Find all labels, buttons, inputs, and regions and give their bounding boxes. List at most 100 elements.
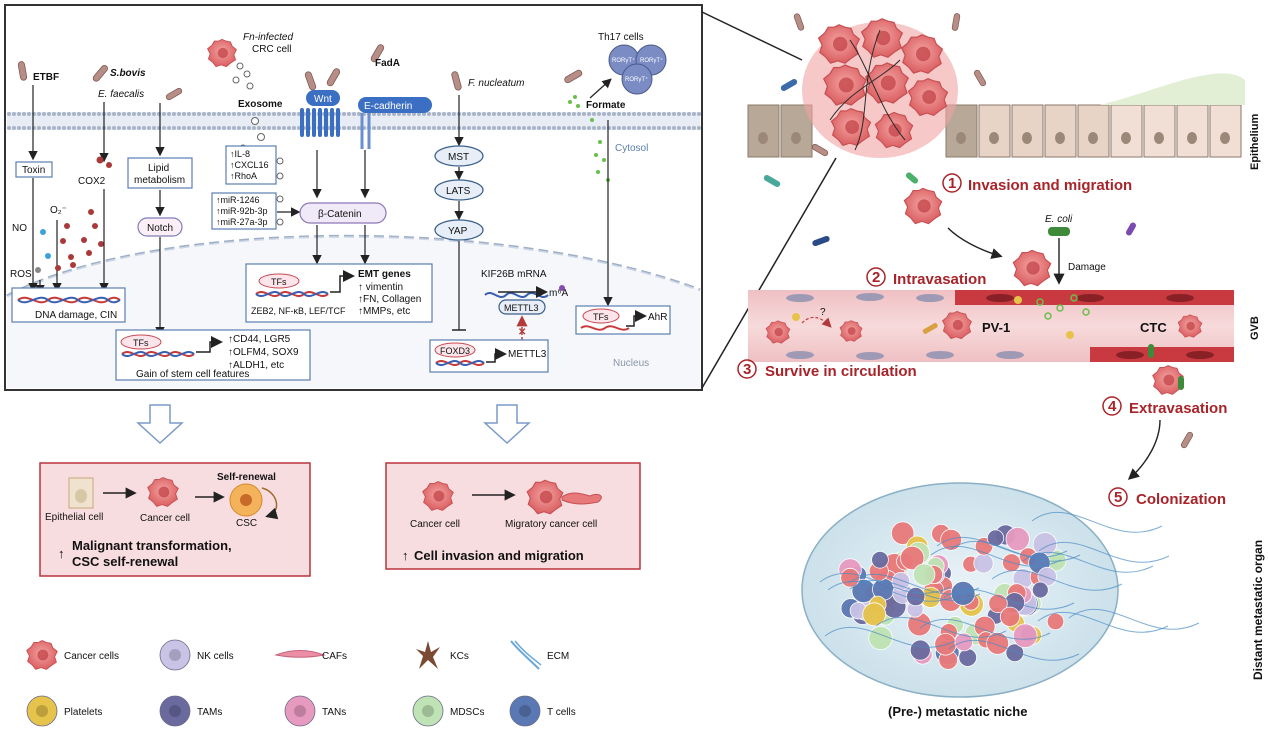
step-1: 1 Invasion and migration bbox=[942, 173, 1132, 194]
dna-damage-box: DNA damage, CIN bbox=[11, 287, 126, 323]
migratory-label: Migratory cancer cell bbox=[505, 519, 597, 530]
legend-label: T cells bbox=[547, 707, 576, 718]
mettl3-gene-label: METTL3 bbox=[508, 349, 547, 360]
malignant-line-2: CSC self-renewal bbox=[72, 554, 178, 569]
epithelial-label: Epithelial cell bbox=[45, 512, 103, 523]
step-4-num: 4 bbox=[1108, 398, 1117, 415]
step-3-label: Survive in circulation bbox=[765, 363, 917, 380]
legend-label: CAFs bbox=[322, 651, 347, 662]
lats-label: LATS bbox=[446, 186, 471, 197]
bacteria-around-tumor bbox=[763, 12, 1136, 247]
emt-gene-3: ↑MMPs, etc bbox=[358, 306, 410, 317]
legend-label: Platelets bbox=[64, 707, 102, 718]
sbovis-label: S.bovis bbox=[110, 68, 146, 79]
mst-label: MST bbox=[448, 152, 469, 163]
outcome-invasion: Cancer cell Migratory cancer cell ↑ Cell… bbox=[385, 462, 641, 570]
metastatic-niche bbox=[801, 482, 1200, 698]
o2-label: O₂⁻ bbox=[50, 205, 67, 216]
csc-label: CSC bbox=[236, 518, 257, 529]
kif26b-label: KIF26B mRNA bbox=[481, 269, 547, 280]
wnt-pathway: Wnt FadA E-cadherin β-Catenin bbox=[299, 43, 432, 265]
cytosol-label: Cytosol bbox=[615, 143, 648, 154]
step-5-label: Colonization bbox=[1136, 491, 1226, 508]
stem-gene-1: ↑CD44, LGR5 bbox=[228, 334, 291, 345]
pv1-label: PV-1 bbox=[982, 320, 1010, 335]
legend-label: NK cells bbox=[197, 651, 234, 662]
legend-label: TAMs bbox=[197, 707, 222, 718]
stem-gene-2: ↑OLFM4, SOX9 bbox=[228, 347, 299, 358]
epithelium-label: Epithelium bbox=[1249, 114, 1261, 170]
epithelium bbox=[747, 104, 1242, 158]
emt-genes-title: EMT genes bbox=[358, 269, 411, 280]
tan-icon bbox=[284, 695, 316, 727]
dna-damage-label: DNA damage, CIN bbox=[35, 310, 117, 321]
step-2: 2 Intravasation bbox=[866, 267, 986, 288]
caf-icon bbox=[274, 650, 326, 658]
step-1-num: 1 bbox=[948, 175, 956, 192]
exo-item-1: ↑IL-8 bbox=[230, 149, 250, 159]
step-2-label: Intravasation bbox=[893, 271, 986, 288]
nucleus-label: Nucleus bbox=[613, 358, 649, 369]
emt-gene-1: ↑ vimentin bbox=[358, 282, 403, 293]
yap-label: YAP bbox=[448, 226, 468, 237]
step-2-num: 2 bbox=[872, 269, 880, 286]
fn-crc-label-2: CRC cell bbox=[252, 44, 291, 55]
malignant-line-1: Malignant transformation, bbox=[72, 538, 232, 553]
question-label: ? bbox=[820, 307, 826, 318]
niche-label: (Pre-) metastatic niche bbox=[888, 704, 1027, 719]
legend-label: TANs bbox=[322, 707, 346, 718]
step-5-num: 5 bbox=[1114, 489, 1122, 506]
mirna-item-2: ↑miR-92b-3p bbox=[216, 206, 268, 216]
step-1-label: Invasion and migration bbox=[968, 177, 1132, 194]
roryt-2: RORγT⁺ bbox=[640, 57, 663, 64]
step-4-label: Extravasation bbox=[1129, 400, 1227, 417]
kc-icon bbox=[416, 641, 440, 669]
formate-label: Formate bbox=[586, 100, 626, 111]
svg-text:✕: ✕ bbox=[518, 327, 526, 338]
foxd3-label: FOXD3 bbox=[440, 346, 470, 356]
fn-crc-label-1: Fn-infected bbox=[243, 32, 293, 43]
t-cell-icon bbox=[509, 695, 541, 727]
step-4: 4 Extravasation bbox=[1102, 396, 1227, 417]
step-3: 3 Survive in circulation bbox=[737, 359, 917, 380]
etbf-pathway: ETBF Toxin NO O₂⁻ ROS bbox=[10, 60, 104, 307]
ctc-label: CTC bbox=[1140, 320, 1167, 335]
ecoli-label: E. coli bbox=[1045, 214, 1073, 225]
formate-pathway: Th17 cells RORγT⁺ RORγT⁺ RORγT⁺ Formate … bbox=[563, 32, 671, 369]
fnucleatum-label: F. nucleatum bbox=[468, 78, 525, 89]
gvb-label: GVB bbox=[1249, 316, 1261, 340]
etbf-label: ETBF bbox=[33, 72, 59, 83]
platelet-icon bbox=[26, 695, 58, 727]
exosome-label: Exosome bbox=[238, 99, 283, 110]
outcome-malignant: Epithelial cell Cancer cell Self-renewal… bbox=[39, 462, 311, 577]
hollow-arrows bbox=[136, 404, 531, 445]
toxin-label: Toxin bbox=[22, 165, 45, 176]
self-renewal-label: Self-renewal bbox=[217, 472, 276, 483]
distant-organ-label: Distant metastatic organ bbox=[1251, 540, 1265, 680]
wnt-label: Wnt bbox=[314, 94, 332, 105]
nk-cell-icon bbox=[159, 639, 191, 671]
emt-tfs-list: ZEB2, NF-κB, LEF/TCF bbox=[251, 306, 346, 316]
legend-label: Cancer cells bbox=[64, 651, 119, 662]
damage-label: Damage bbox=[1068, 262, 1106, 273]
m6a-label: m⁶A bbox=[549, 288, 568, 299]
emt-tfs-label: TFs bbox=[271, 277, 287, 287]
mirna-item-3: ↑miR-27a-3p bbox=[216, 217, 268, 227]
ahr-label: AhR bbox=[648, 312, 667, 323]
lipid-label-2: metabolism bbox=[134, 175, 185, 186]
ros-dots bbox=[35, 223, 104, 307]
ros-label: ROS bbox=[10, 269, 32, 280]
stem-gene-3: ↑ALDH1, etc bbox=[228, 360, 284, 371]
stem-tfs-label: TFs bbox=[133, 338, 149, 348]
th17-label: Th17 cells bbox=[598, 32, 644, 43]
blood-vessel: ? PV-1 CTC bbox=[748, 290, 1234, 362]
invasion-line: Cell invasion and migration bbox=[414, 548, 584, 563]
notch-label: Notch bbox=[147, 223, 173, 234]
invasion-up-icon: ↑ bbox=[402, 548, 409, 563]
step-5: 5 Colonization bbox=[1108, 487, 1226, 508]
emt-box: TFs EMT genes ↑ vimentin ↑FN, Collagen ↑… bbox=[245, 263, 433, 323]
cancer-label-left: Cancer cell bbox=[140, 513, 190, 524]
legend-label: KCs bbox=[450, 651, 469, 662]
lipid-label-1: Lipid bbox=[148, 163, 169, 174]
